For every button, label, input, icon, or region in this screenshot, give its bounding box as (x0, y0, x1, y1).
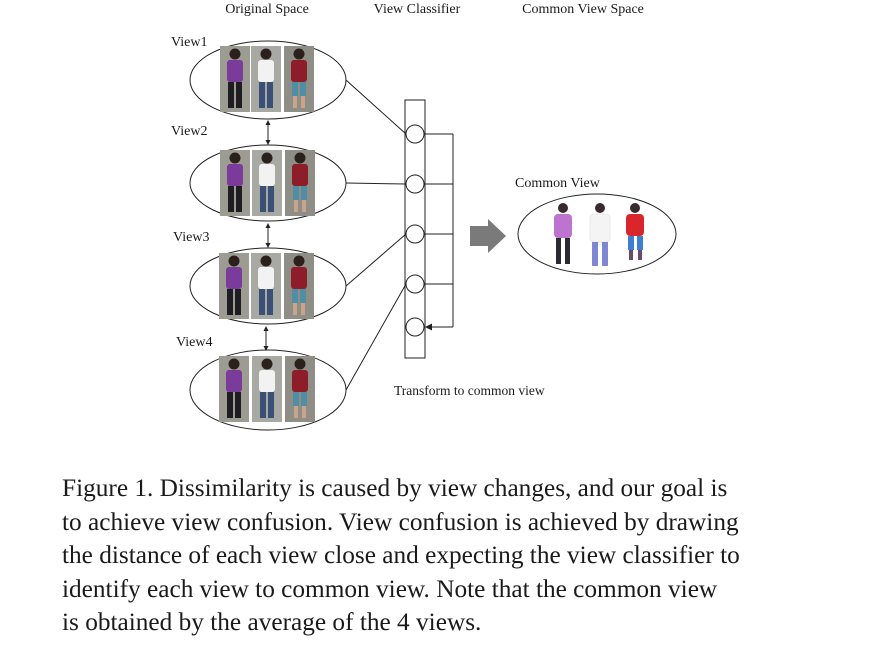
header-common-view-space: Common View Space (522, 2, 644, 17)
caption-line-1: Figure 1. Dissimilarity is caused by vie… (62, 474, 728, 502)
person-photo-strip-icon (220, 46, 314, 112)
classifier-node-icon (405, 124, 425, 144)
classifier-node-icon (405, 274, 425, 294)
caption-line-3: the distance of each view close and expe… (62, 541, 740, 570)
caption-line-5: is obtained by the average of the 4 view… (62, 608, 482, 637)
averaged-person-icon (554, 203, 644, 266)
view-label-3: View3 (173, 230, 209, 245)
figure-diagram: Original Space View Classifier Common Vi… (171, 2, 677, 431)
classifier-node-icon (405, 174, 425, 194)
header-view-classifier: View Classifier (374, 2, 461, 17)
classifier-node-icon (405, 224, 425, 244)
transform-label: Transform to common view (394, 383, 545, 398)
classifier-node-icon (405, 317, 425, 337)
person-photo-strip-icon (219, 356, 315, 422)
right-arrow-icon (470, 219, 506, 253)
caption-line-4: identify each view to common view. Note … (62, 574, 718, 603)
view-ellipse-1 (189, 40, 347, 120)
view-label-1: View1 (171, 35, 207, 50)
caption-line-2: to achieve view confusion. View confusio… (62, 507, 739, 536)
person-photo-strip-icon (220, 150, 315, 216)
classifier-routing (424, 133, 454, 331)
view-ellipse-3 (189, 247, 347, 325)
view-label-4: View4 (176, 335, 212, 350)
view-classifier (404, 99, 426, 359)
person-photo-strip-icon (219, 253, 314, 319)
view-ellipse-4 (189, 349, 347, 431)
view-connections (345, 79, 407, 391)
view-label-2: View2 (171, 124, 207, 139)
common-view-ellipse (517, 193, 677, 275)
figure-caption: Figure 1. Dissimilarity is caused by vie… (62, 472, 802, 640)
view-ellipse-2 (189, 144, 347, 222)
header-original-space: Original Space (225, 2, 309, 17)
common-view-label: Common View (515, 176, 601, 191)
